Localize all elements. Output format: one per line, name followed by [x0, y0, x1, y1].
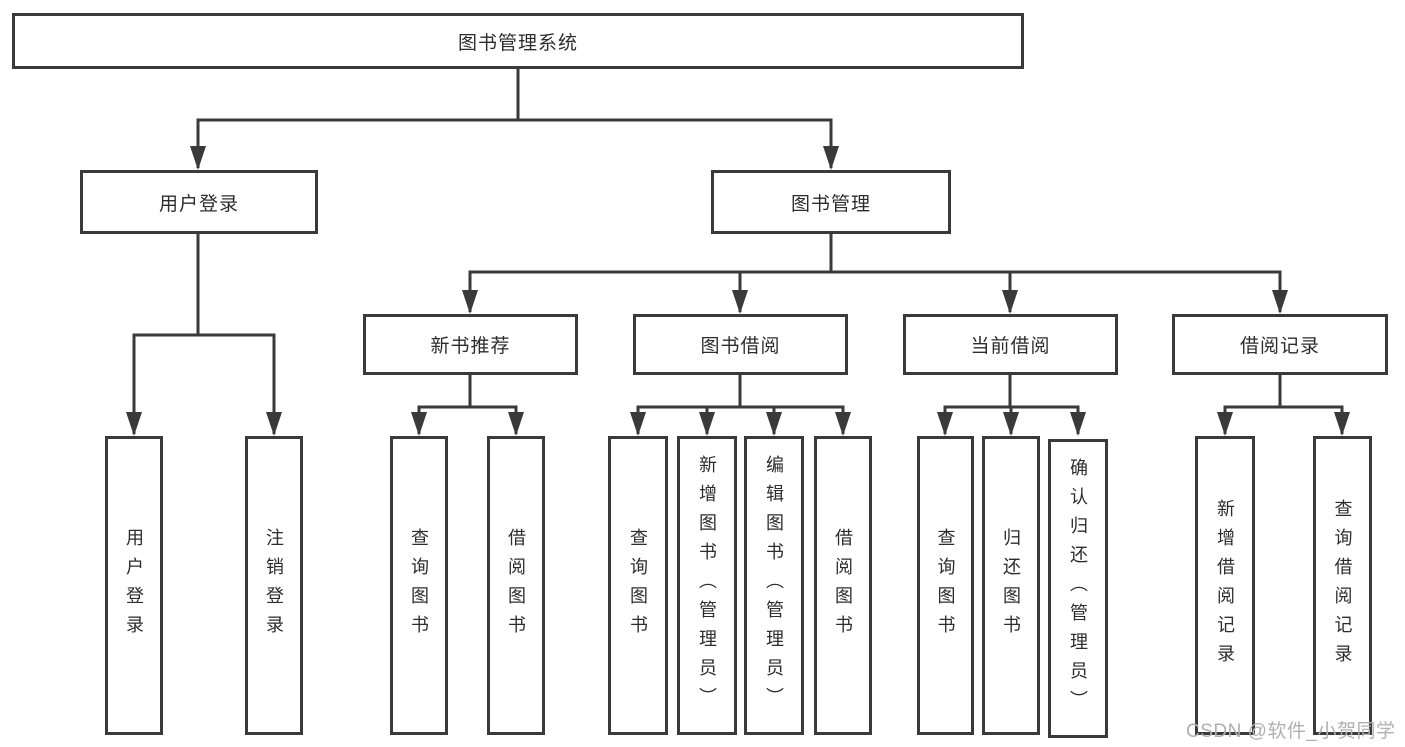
node-label: 用户登录 — [158, 193, 239, 215]
node-label: 图书借阅 — [700, 336, 781, 357]
connector-new-book-rec-group — [411, 375, 524, 436]
node-label: 新增借阅记录 — [1215, 498, 1235, 673]
node-leaf-query-books-borrow: 查询图书 — [608, 436, 668, 735]
node-label: 当前借阅 — [970, 336, 1051, 357]
node-label: 新书推荐 — [430, 336, 511, 357]
node-leaf-query-borrow-record: 查询借阅记录 — [1313, 436, 1372, 735]
connector-borrow-records-group — [1217, 375, 1350, 436]
connector-book-borrow-group — [630, 375, 851, 436]
node-root-system: 图书管理系统 — [12, 13, 1024, 69]
node-current-borrow: 当前借阅 — [903, 314, 1118, 375]
connector-book-mgmt-group — [462, 234, 1288, 314]
node-leaf-confirm-return-admin: 确认归还（管理员） — [1048, 439, 1108, 738]
node-label: 编辑图书（管理员） — [764, 455, 784, 716]
node-label: 查询图书 — [628, 527, 648, 644]
connector-current-borrow-group — [937, 375, 1086, 436]
node-new-book-rec: 新书推荐 — [363, 314, 578, 375]
node-label: 新增图书（管理员） — [697, 455, 717, 716]
connector-root-to-level1 — [190, 69, 839, 170]
node-leaf-add-book-admin: 新增图书（管理员） — [677, 436, 737, 735]
node-borrow-records: 借阅记录 — [1172, 314, 1388, 375]
node-label: 借阅图书 — [506, 527, 526, 644]
node-leaf-edit-book-admin: 编辑图书（管理员） — [744, 436, 804, 735]
node-label: 注销登录 — [264, 527, 284, 644]
node-label: 借阅图书 — [833, 527, 853, 644]
node-user-login: 用户登录 — [80, 170, 318, 234]
node-label: 借阅记录 — [1239, 336, 1320, 357]
node-label: 查询借阅记录 — [1332, 498, 1353, 673]
node-leaf-add-borrow-record: 新增借阅记录 — [1195, 436, 1255, 735]
node-book-borrow: 图书借阅 — [633, 314, 848, 375]
node-leaf-borrow-books: 借阅图书 — [814, 436, 872, 735]
node-leaf-borrow-books-rec: 借阅图书 — [487, 436, 545, 735]
node-leaf-logout: 注销登录 — [245, 436, 303, 735]
node-label: 确认归还（管理员） — [1068, 458, 1088, 719]
node-label: 图书管理 — [790, 193, 871, 215]
node-label: 归还图书 — [1001, 527, 1021, 644]
node-leaf-query-books-current: 查询图书 — [917, 436, 974, 735]
node-book-mgmt: 图书管理 — [711, 170, 951, 234]
connector-user-login-group — [126, 234, 282, 436]
node-leaf-user-login: 用户登录 — [105, 436, 163, 735]
node-leaf-return-books: 归还图书 — [982, 436, 1040, 735]
node-label: 查询图书 — [409, 527, 429, 644]
node-leaf-query-books-rec: 查询图书 — [390, 436, 448, 735]
node-label: 查询图书 — [935, 527, 956, 644]
node-label: 用户登录 — [124, 527, 144, 644]
csdn-watermark: CSDN @软件_小贺同学 — [1186, 721, 1396, 742]
node-label: 图书管理系统 — [457, 32, 578, 54]
